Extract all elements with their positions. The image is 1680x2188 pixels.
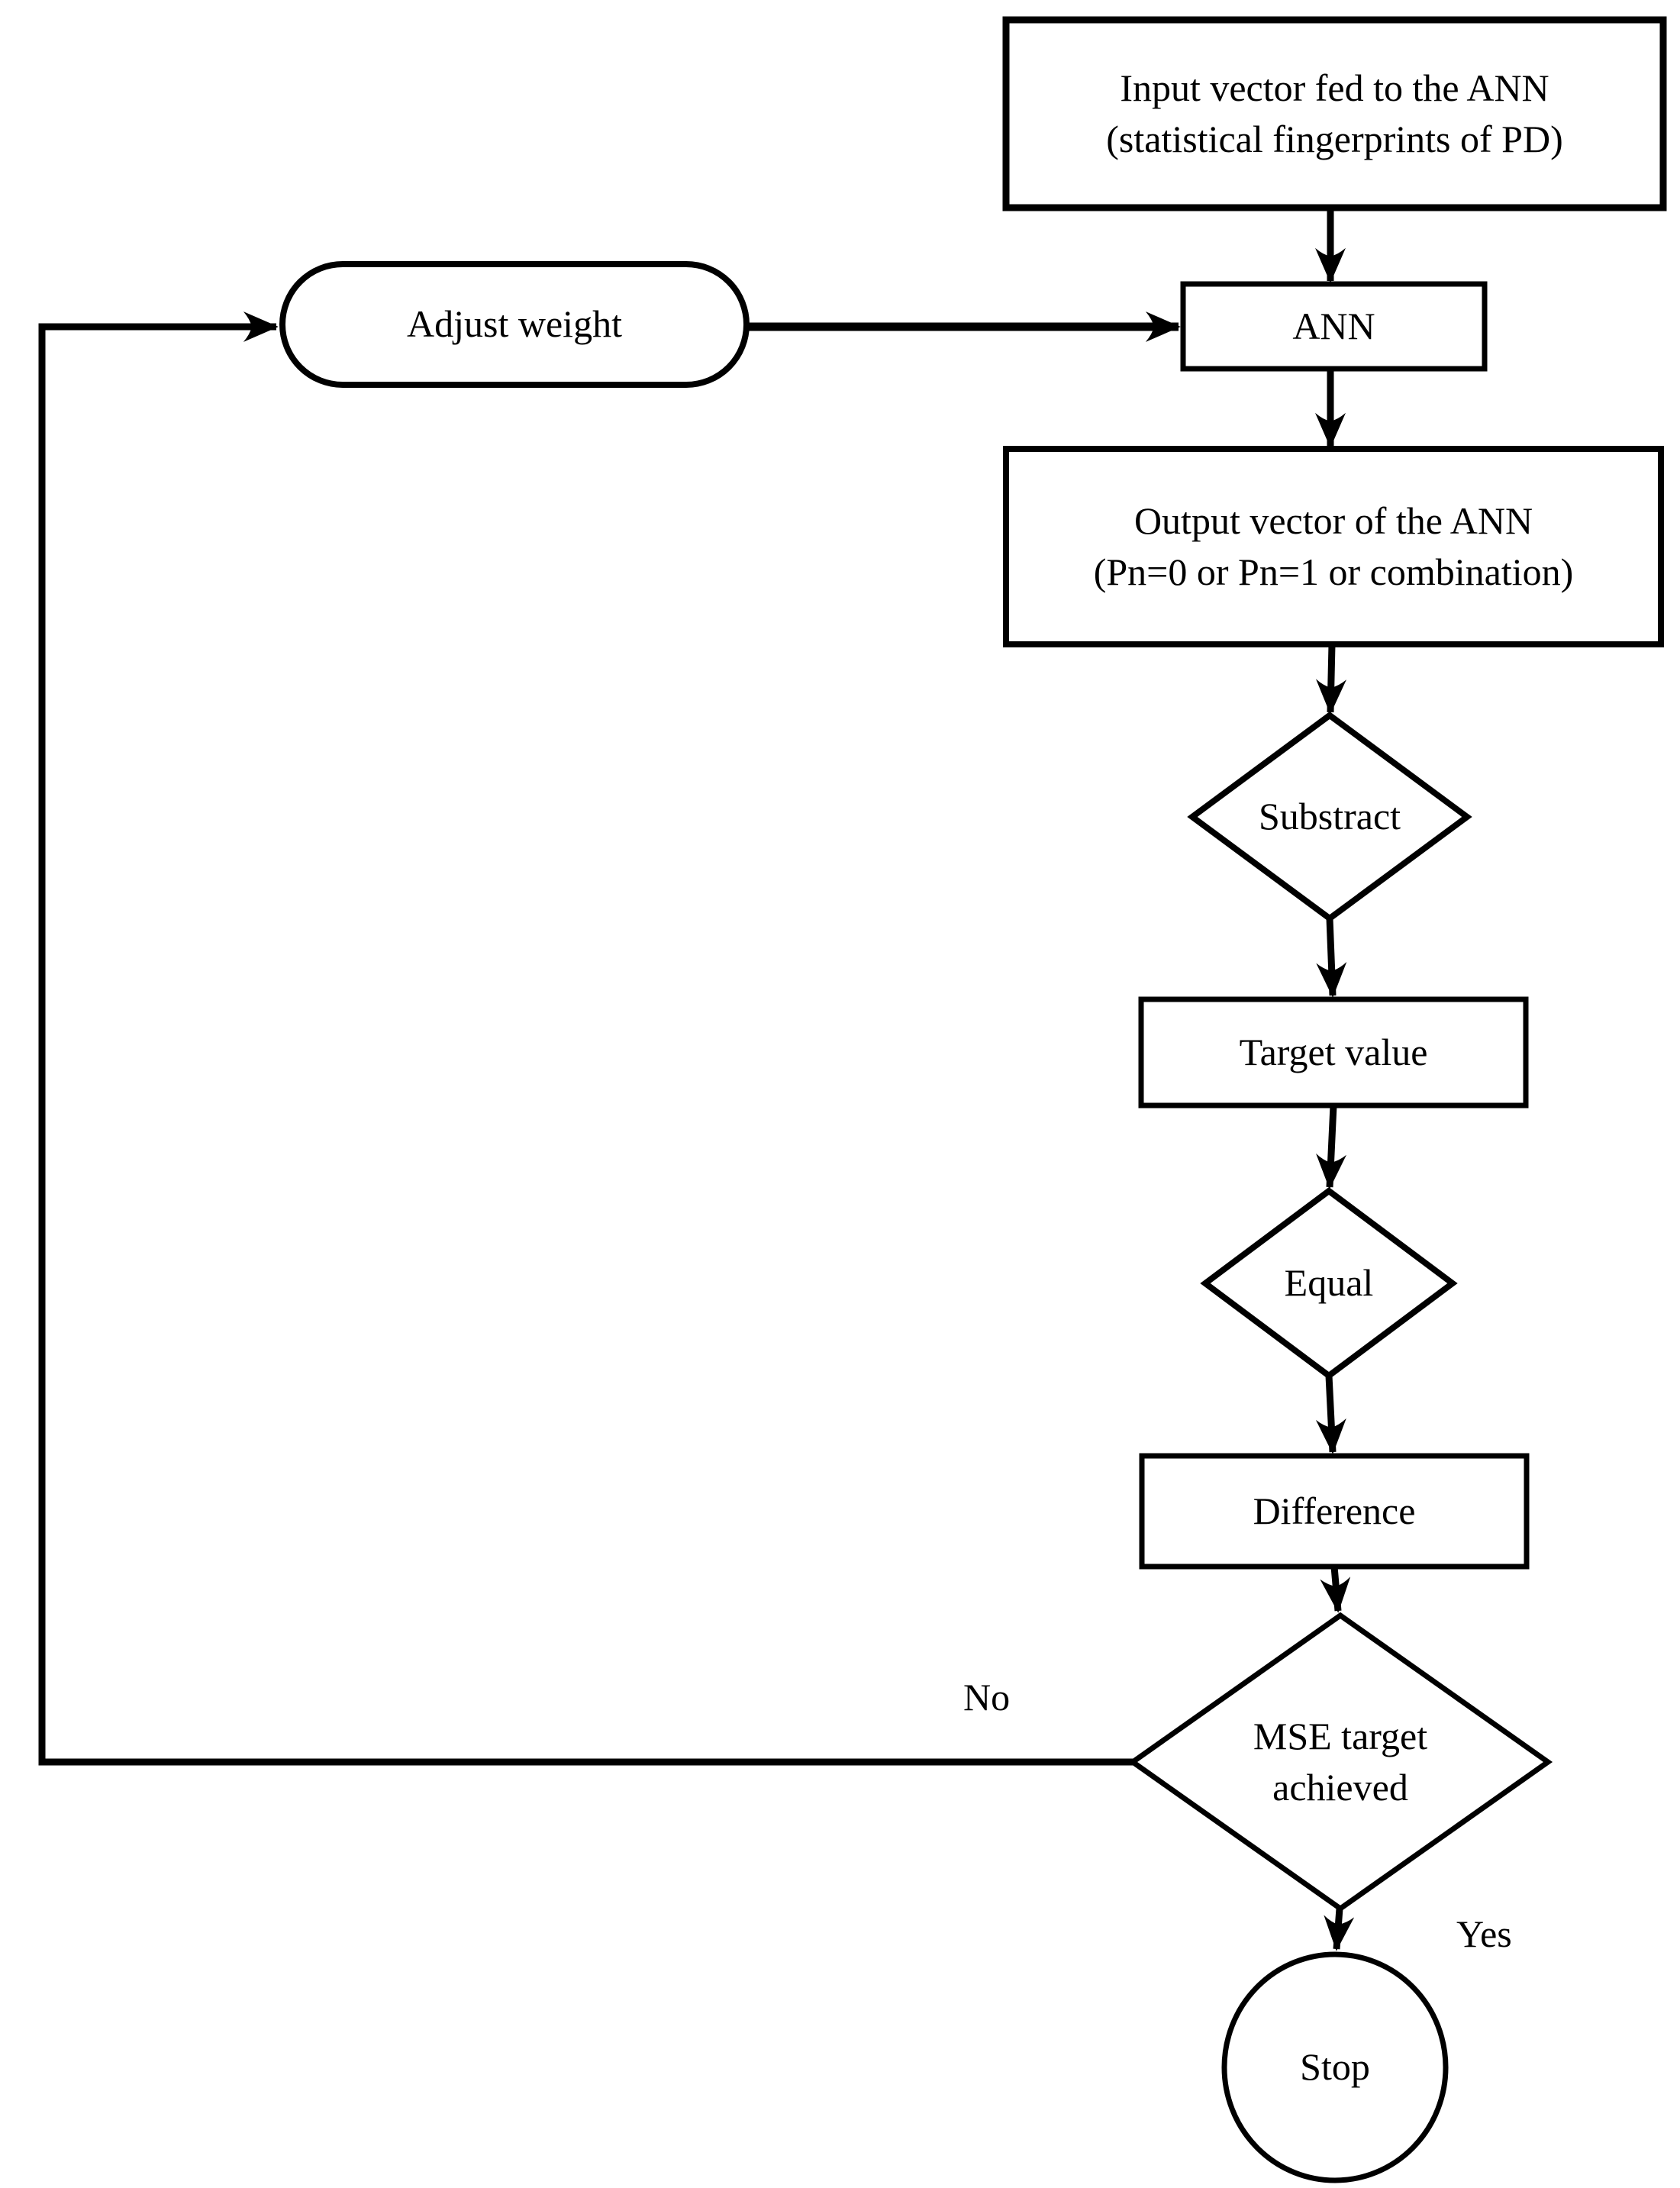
stop-label-text: Stop: [1300, 2045, 1370, 2089]
target-value-box: [1138, 996, 1529, 1109]
ann-label: ANN: [1183, 284, 1485, 369]
input-vector-box: [1002, 16, 1667, 211]
difference-box: [1139, 1453, 1530, 1570]
edge-equal-to-difference: [1315, 1375, 1346, 1454]
difference-label: Difference: [1142, 1456, 1527, 1567]
edge-no-loop-to-adjust-weight: [38, 311, 1133, 1766]
equal-label: Equal: [1205, 1191, 1453, 1376]
edge-output-to-substract: [1315, 644, 1346, 715]
substract-label: Substract: [1192, 715, 1467, 918]
input-vector-label-line2: (statistical fingerprints of PD): [1106, 118, 1563, 160]
input-vector-label: Input vector fed to the ANN (statistical…: [1006, 20, 1663, 208]
difference-label-text: Difference: [1253, 1489, 1416, 1532]
equal-diamond: [1200, 1187, 1458, 1380]
mse-target-label-line1: MSE target: [1253, 1714, 1428, 1757]
mse-target-label: MSE target achieved: [1133, 1615, 1548, 1909]
target-value-label-text: Target value: [1239, 1030, 1428, 1073]
ann-label-text: ANN: [1292, 304, 1375, 347]
no-edge-label: No: [963, 1676, 1011, 1718]
substract-label-text: Substract: [1258, 795, 1401, 838]
output-vector-label-line2: (Pn=0 or Pn=1 or combination): [1093, 550, 1574, 593]
output-vector-label: Output vector of the ANN (Pn=0 or Pn=1 o…: [1006, 449, 1661, 644]
input-vector-label-line1: Input vector fed to the ANN: [1120, 66, 1549, 109]
output-vector-box: [1003, 446, 1664, 647]
edge-target-to-equal: [1316, 1105, 1346, 1189]
adjust-weight-stadium: [279, 261, 750, 388]
edge-substract-to-target: [1316, 918, 1347, 998]
target-value-label: Target value: [1141, 999, 1526, 1105]
edge-difference-to-mse: [1320, 1566, 1351, 1613]
substract-diamond: [1187, 712, 1472, 922]
equal-label-text: Equal: [1284, 1261, 1374, 1305]
adjust-weight-label-text: Adjust weight: [407, 302, 622, 346]
edge-mse-yes-to-stop: [1324, 1908, 1355, 1951]
mse-target-diamond: [1127, 1612, 1553, 1912]
adjust-weight-label: Adjust weight: [282, 264, 746, 385]
stop-label: Stop: [1224, 1954, 1446, 2180]
stop-circle: [1221, 1951, 1449, 2183]
ann-box: [1180, 281, 1488, 372]
yes-edge-label: Yes: [1456, 1912, 1512, 1955]
output-vector-label-line1: Output vector of the ANN: [1133, 499, 1533, 542]
mse-target-label-line2: achieved: [1272, 1766, 1408, 1809]
